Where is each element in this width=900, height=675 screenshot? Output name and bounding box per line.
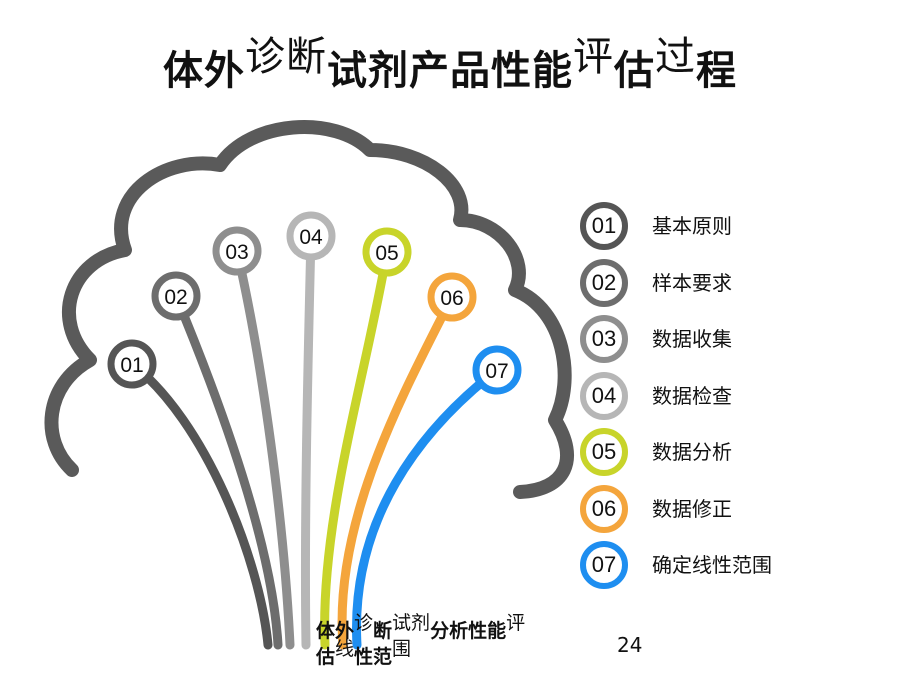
footer-part: 体外 <box>316 620 355 642</box>
legend-label: 数据分析 <box>652 440 732 464</box>
footer-part: 性范 <box>354 646 393 668</box>
node-label-06: 06 <box>440 287 463 310</box>
title-part: 诊断 <box>245 34 327 80</box>
legend-label: 数据修正 <box>652 496 732 521</box>
node-label-07: 07 <box>485 360 508 383</box>
legend-number: 07 <box>591 552 617 577</box>
stem-03 <box>232 246 295 650</box>
stem-05 <box>320 247 392 650</box>
title-part: 估 <box>614 48 655 94</box>
legend-label: 数据检查 <box>652 383 732 408</box>
title-part: 程 <box>696 48 737 94</box>
legend-number: 06 <box>591 495 617 521</box>
title-part: 评 <box>573 34 614 80</box>
node-07: 07 <box>472 345 522 395</box>
title-part: 试剂产 <box>327 48 450 94</box>
legend-ring: 06 <box>580 484 628 533</box>
node-03: 03 <box>212 226 262 276</box>
node-04: 04 <box>286 211 336 261</box>
stems-group <box>127 231 502 650</box>
footer-part: 估 <box>316 646 336 668</box>
legend-number: 03 <box>591 326 617 351</box>
node-rings-group: 01 02 03 04 05 06 07 <box>107 211 522 395</box>
node-ring-05 <box>362 227 412 277</box>
legend-ring: 04 <box>580 371 628 420</box>
node-label-03: 03 <box>225 241 248 264</box>
legend-ring: 02 <box>580 258 628 307</box>
legend-item-06: 06 数据修正 <box>576 482 876 534</box>
legend-ring: 05 <box>580 428 628 476</box>
legend-label: 基本原则 <box>652 214 732 238</box>
node-label-01: 01 <box>120 354 143 377</box>
legend-number: 01 <box>591 213 617 238</box>
stem-07 <box>352 365 502 650</box>
stem-01 <box>127 359 273 650</box>
legend-number: 02 <box>591 269 617 295</box>
legend-item-02: 02 样本要求 <box>576 256 876 308</box>
node-ring-06 <box>427 272 477 322</box>
footer-part: 围 <box>392 638 412 660</box>
legend-item-03: 03 数据收集 <box>576 312 876 364</box>
legend-item-01: 01 基本原则 <box>576 199 876 251</box>
node-label-02: 02 <box>164 286 187 309</box>
footer-part: 线 <box>335 638 355 660</box>
footer-part: 诊 <box>354 612 374 634</box>
stem-02 <box>171 291 283 650</box>
footer-part: 断 <box>373 620 393 642</box>
legend-item-05: 05 数据分析 <box>576 425 876 477</box>
cloud-outline <box>44 120 575 499</box>
node-ring-07 <box>472 345 522 395</box>
footer-part: 试剂 <box>392 612 431 634</box>
title-part: 过 <box>655 34 696 80</box>
node-label-05: 05 <box>375 242 398 265</box>
page-title: 体外诊断试剂产品性能评估过程 <box>0 34 900 96</box>
legend-label: 确定线性范围 <box>652 553 772 577</box>
legend-label: 数据收集 <box>652 327 732 351</box>
footer-part: 评 <box>506 612 526 634</box>
legend-ring: 07 <box>580 541 628 589</box>
legend-item-07: 07 确定线性范围 <box>576 538 876 590</box>
legend-ring: 03 <box>580 315 628 363</box>
title-part: 品性能 <box>450 48 573 94</box>
node-06: 06 <box>427 272 477 322</box>
legend-ring: 01 <box>580 202 628 250</box>
legend-number: 04 <box>591 382 617 408</box>
legend-number: 05 <box>591 439 617 464</box>
page-number: 24 <box>617 633 643 657</box>
node-02: 02 <box>151 271 201 321</box>
node-ring-02 <box>151 271 201 321</box>
node-01: 01 <box>107 339 157 389</box>
legend-item-04: 04 数据检查 <box>576 369 876 421</box>
stem-04 <box>300 231 316 650</box>
footer-caption: 体外诊断试剂分析性能评估线性范围 <box>316 612 576 670</box>
node-05: 05 <box>362 227 412 277</box>
legend-label: 样本要求 <box>652 270 732 295</box>
footer-part: 分析性能 <box>430 620 507 642</box>
stem-06 <box>337 292 457 650</box>
node-ring-01 <box>107 339 157 389</box>
node-label-04: 04 <box>299 226 323 249</box>
node-ring-03 <box>212 226 262 276</box>
title-part: 体外 <box>163 48 245 94</box>
node-ring-04 <box>286 211 336 261</box>
